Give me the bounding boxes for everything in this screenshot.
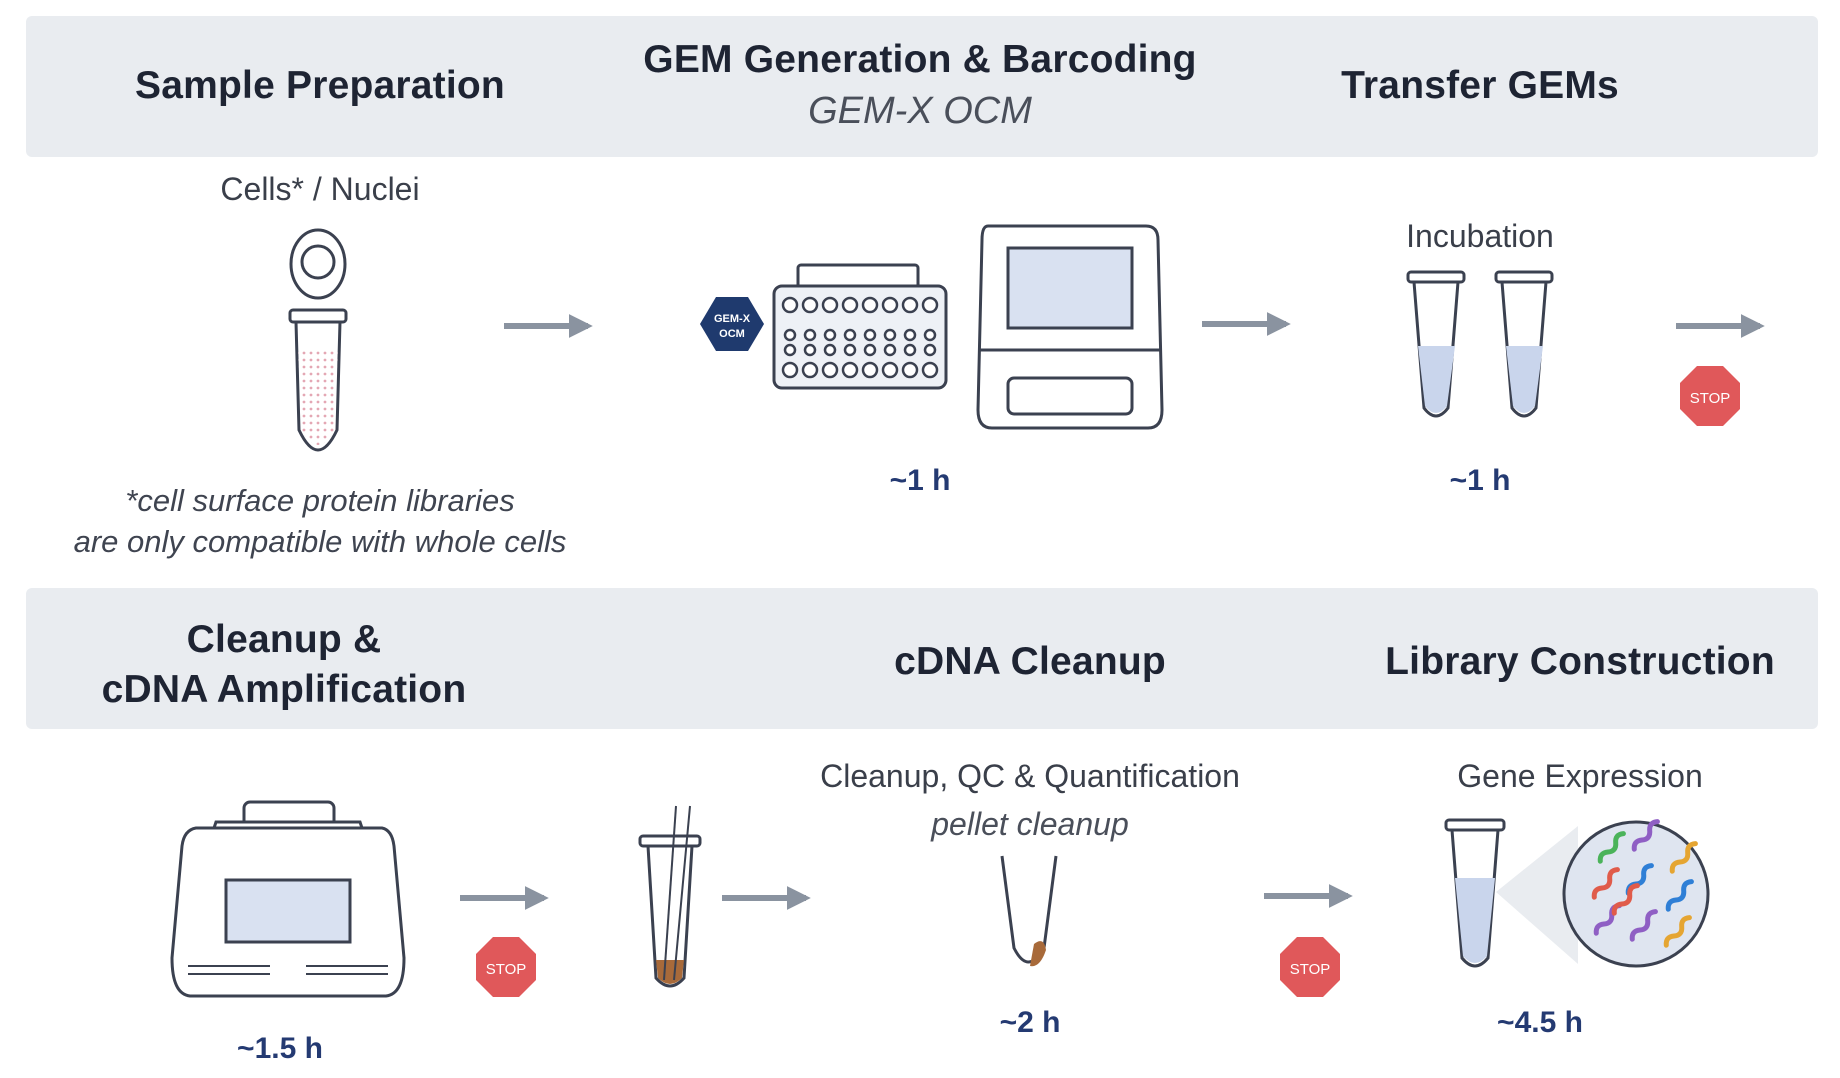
label-cleanup-qc: Cleanup, QC & Quantification xyxy=(820,758,1240,794)
time-library-construction: ~4.5 h xyxy=(1497,1006,1583,1039)
tube-with-pipette-icon xyxy=(638,805,702,988)
note-line-2: are only compatible with whole cells xyxy=(73,524,567,559)
svg-text:STOP: STOP xyxy=(486,961,527,978)
time-cdna-cleanup: ~2 h xyxy=(999,1006,1061,1039)
svg-text:GEM-X: GEM-X xyxy=(714,313,751,325)
header-gem-generation: GEM Generation & Barcoding xyxy=(643,38,1197,81)
header-cleanup-line1: Cleanup & xyxy=(186,618,382,661)
time-gem-generation: ~1 h xyxy=(889,464,951,497)
header-band-bottom xyxy=(26,588,1818,729)
controller-instrument-icon xyxy=(976,224,1164,430)
stop-sign-icon: STOP xyxy=(1680,366,1740,426)
label-cells-nuclei: Cells* / Nuclei xyxy=(220,171,420,207)
svg-text:STOP: STOP xyxy=(1690,390,1731,407)
sample-tube-icon xyxy=(288,228,348,452)
header-library-construction: Library Construction xyxy=(1385,640,1775,683)
thermal-cycler-icon xyxy=(170,800,406,998)
time-cleanup-amplification: ~1.5 h xyxy=(237,1032,323,1065)
header-band-top xyxy=(26,16,1818,157)
library-tube-icon xyxy=(1444,818,1578,968)
header-cleanup-line2: cDNA Amplification xyxy=(101,668,467,711)
svg-text:STOP: STOP xyxy=(1290,961,1331,978)
note-line-1: *cell surface protein libraries xyxy=(125,483,515,518)
pellet-tube-icon xyxy=(1000,855,1058,967)
gem-x-ocm-badge-icon: GEM-X OCM xyxy=(700,297,764,351)
stop-sign-icon: STOP xyxy=(476,937,536,997)
note-cell-surface: *cell surface protein libraries are only… xyxy=(40,480,600,562)
label-gene-expression: Gene Expression xyxy=(1457,758,1703,794)
label-incubation: Incubation xyxy=(1406,218,1554,254)
time-transfer-gems: ~1 h xyxy=(1449,464,1511,497)
header-gem-generation-subtitle: GEM-X OCM xyxy=(808,90,1032,132)
header-cdna-cleanup: cDNA Cleanup xyxy=(894,640,1166,683)
magnified-molecules-icon xyxy=(1562,819,1710,968)
incubation-tubes-icon xyxy=(1406,270,1554,418)
header-sample-preparation: Sample Preparation xyxy=(135,64,505,107)
label-pellet-cleanup: pellet cleanup xyxy=(931,806,1129,842)
header-transfer-gems: Transfer GEMs xyxy=(1341,64,1619,107)
stop-sign-icon: STOP xyxy=(1280,937,1340,997)
chip-icon xyxy=(772,263,948,390)
svg-text:OCM: OCM xyxy=(719,328,745,340)
